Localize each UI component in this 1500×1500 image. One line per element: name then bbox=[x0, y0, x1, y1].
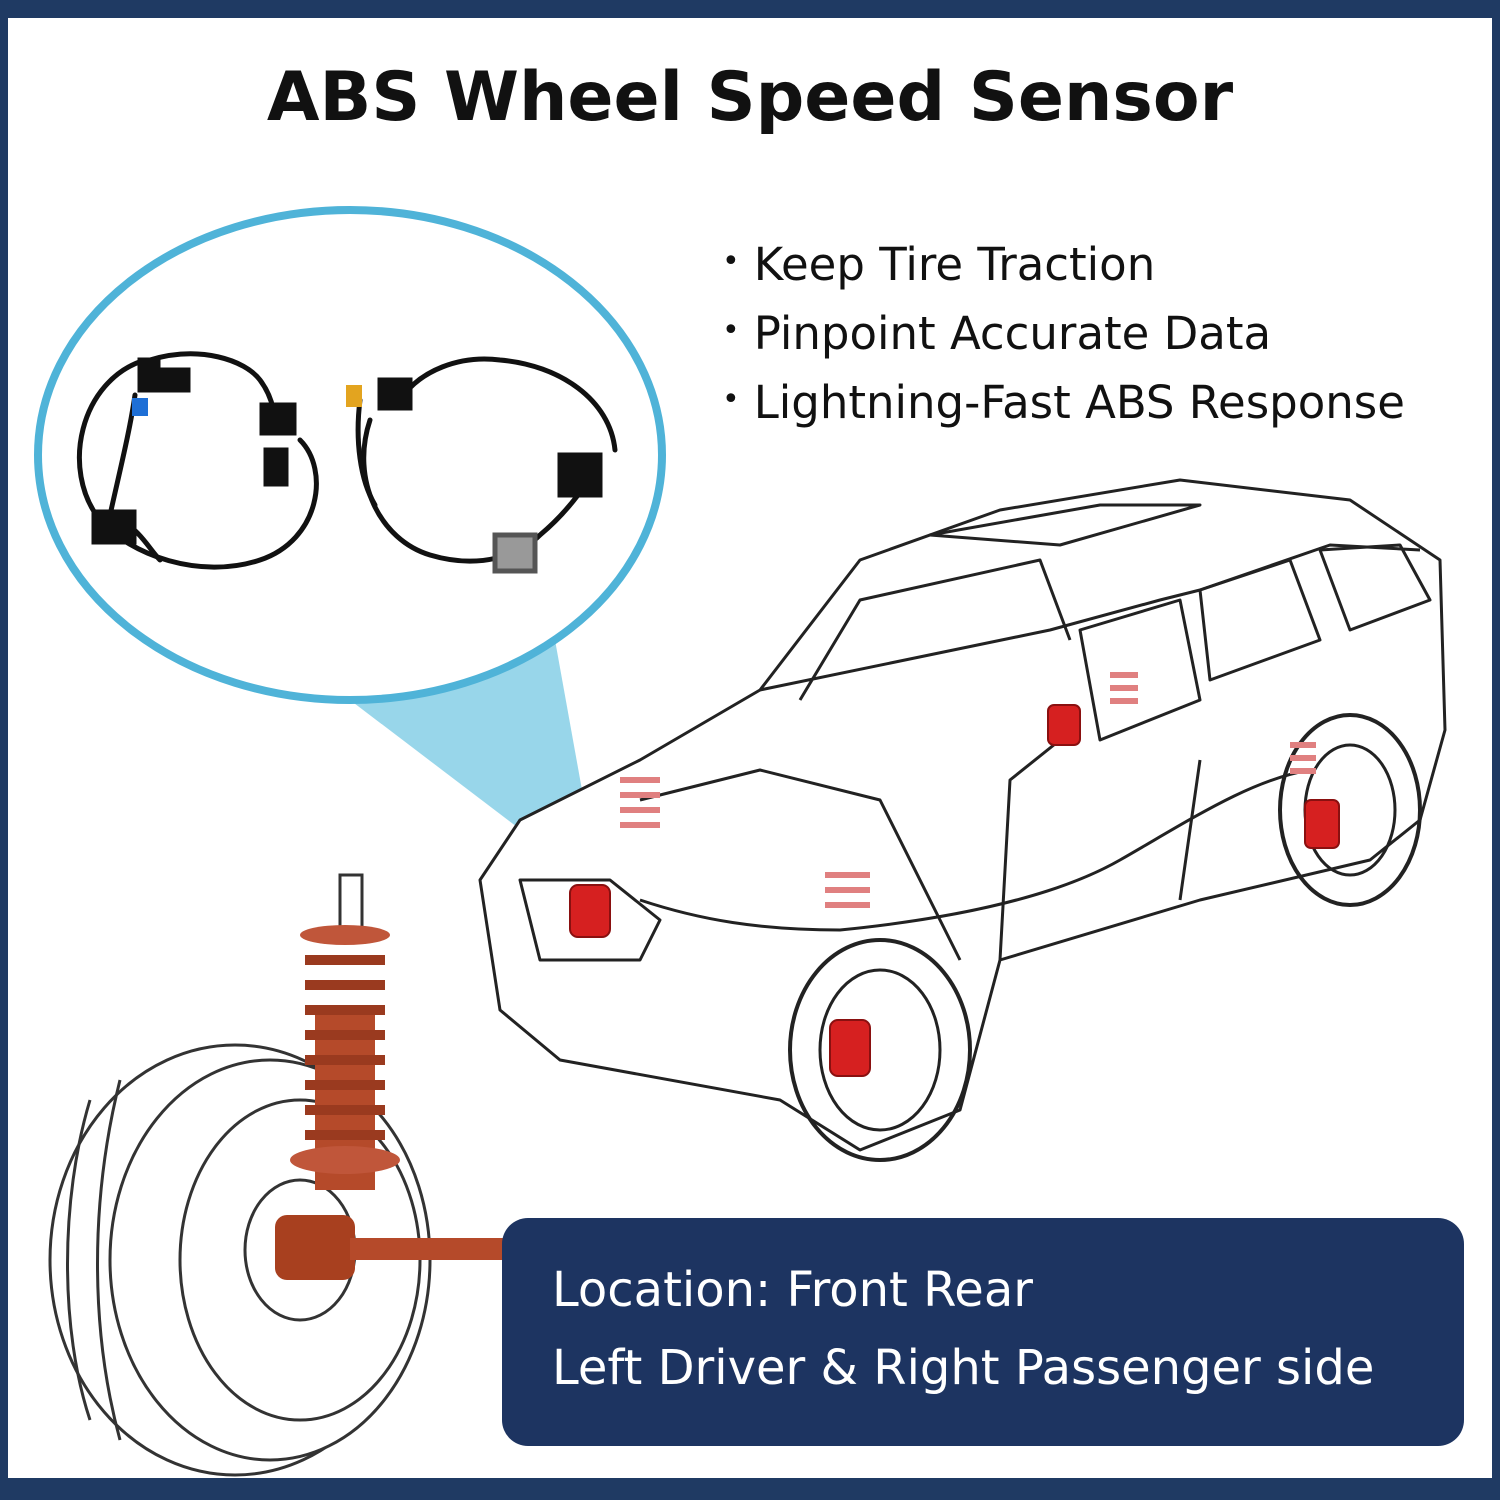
location-line-2: Left Driver & Right Passenger side bbox=[552, 1340, 1375, 1396]
feature-label: Lightning-Fast ABS Response bbox=[753, 376, 1405, 429]
bullet-icon: • bbox=[722, 382, 740, 417]
feature-item: • Pinpoint Accurate Data bbox=[722, 301, 1405, 370]
feature-item: • Lightning-Fast ABS Response bbox=[722, 370, 1405, 439]
location-box: Location: Front Rear Left Driver & Right… bbox=[502, 1218, 1464, 1446]
feature-label: Keep Tire Traction bbox=[753, 238, 1156, 291]
feature-list: • Keep Tire Traction • Pinpoint Accurate D… bbox=[722, 232, 1405, 439]
brake-calipers bbox=[569, 704, 1340, 1077]
feature-label: Pinpoint Accurate Data bbox=[753, 307, 1272, 360]
strut-assembly bbox=[275, 873, 505, 1280]
suv-drawing bbox=[478, 478, 1447, 1162]
coil-springs bbox=[620, 672, 1316, 908]
page-title: ABS Wheel Speed Sensor bbox=[266, 58, 1234, 137]
bullet-icon: • bbox=[722, 244, 740, 279]
feature-item: • Keep Tire Traction bbox=[722, 232, 1405, 301]
callout-ellipse bbox=[34, 206, 666, 704]
location-line-1: Location: Front Rear bbox=[552, 1262, 1033, 1318]
sensor-cables-image bbox=[76, 351, 618, 574]
bullet-icon: • bbox=[722, 313, 740, 348]
